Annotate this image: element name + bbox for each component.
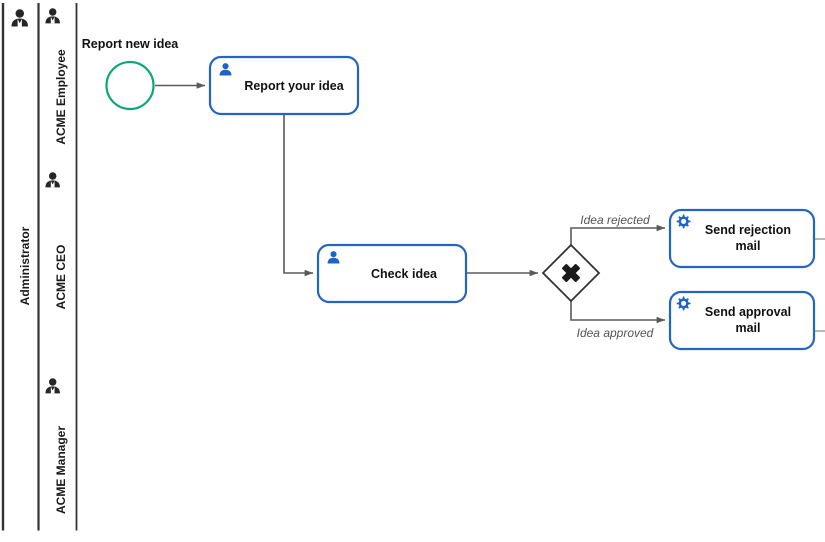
task-report-your-idea-box[interactable] [208, 55, 360, 116]
flow-label-idea-approved: Idea approved [577, 326, 654, 340]
task-send-rejection-mail-label-line2: mail [735, 239, 760, 253]
lane-label-ceo: ACME CEO [54, 245, 68, 310]
person-icon [45, 172, 60, 188]
pool-title: Administrator [18, 226, 32, 305]
task-send-rejection-mail[interactable]: Send rejection mail [668, 208, 816, 269]
task-send-approval-mail-box[interactable] [668, 290, 816, 351]
lane-label-employee: ACME Employee [54, 49, 68, 145]
task-report-your-idea[interactable]: Report your idea [208, 55, 360, 116]
task-check-idea[interactable]: Check idea [316, 243, 468, 304]
lane-acme-employee[interactable]: ACME Employee [45, 8, 68, 145]
start-event-circle[interactable] [105, 60, 155, 111]
flow-gateway-to-rejection [570, 224, 666, 245]
task-send-approval-mail[interactable]: Send approval mail [668, 290, 816, 351]
person-icon [11, 9, 28, 27]
task-send-rejection-mail-box[interactable] [668, 208, 816, 269]
task-send-rejection-mail-label-line1: Send rejection [705, 223, 791, 237]
pool-administrator[interactable]: Administrator [1, 1, 825, 532]
gateway-idea-decision[interactable] [541, 243, 601, 303]
flow-gateway-to-approval [570, 301, 666, 324]
lane-label-manager: ACME Manager [54, 426, 68, 514]
task-check-idea-box[interactable] [316, 243, 468, 304]
task-check-idea-label: Check idea [371, 267, 438, 281]
flow-label-idea-rejected: Idea rejected [580, 213, 650, 227]
person-icon [45, 378, 60, 394]
lane-acme-ceo[interactable]: ACME CEO [45, 172, 68, 309]
task-send-approval-mail-label-line1: Send approval [705, 305, 791, 319]
x-cross-icon [562, 264, 580, 282]
task-send-approval-mail-label-line2: mail [735, 321, 760, 335]
person-icon [45, 8, 60, 24]
start-event-report-new-idea[interactable] [105, 60, 155, 111]
flow-report-to-check [283, 114, 314, 277]
start-event-label: Report new idea [82, 37, 180, 51]
task-report-your-idea-label: Report your idea [244, 79, 344, 93]
lane-acme-manager[interactable]: ACME Manager [45, 378, 68, 514]
